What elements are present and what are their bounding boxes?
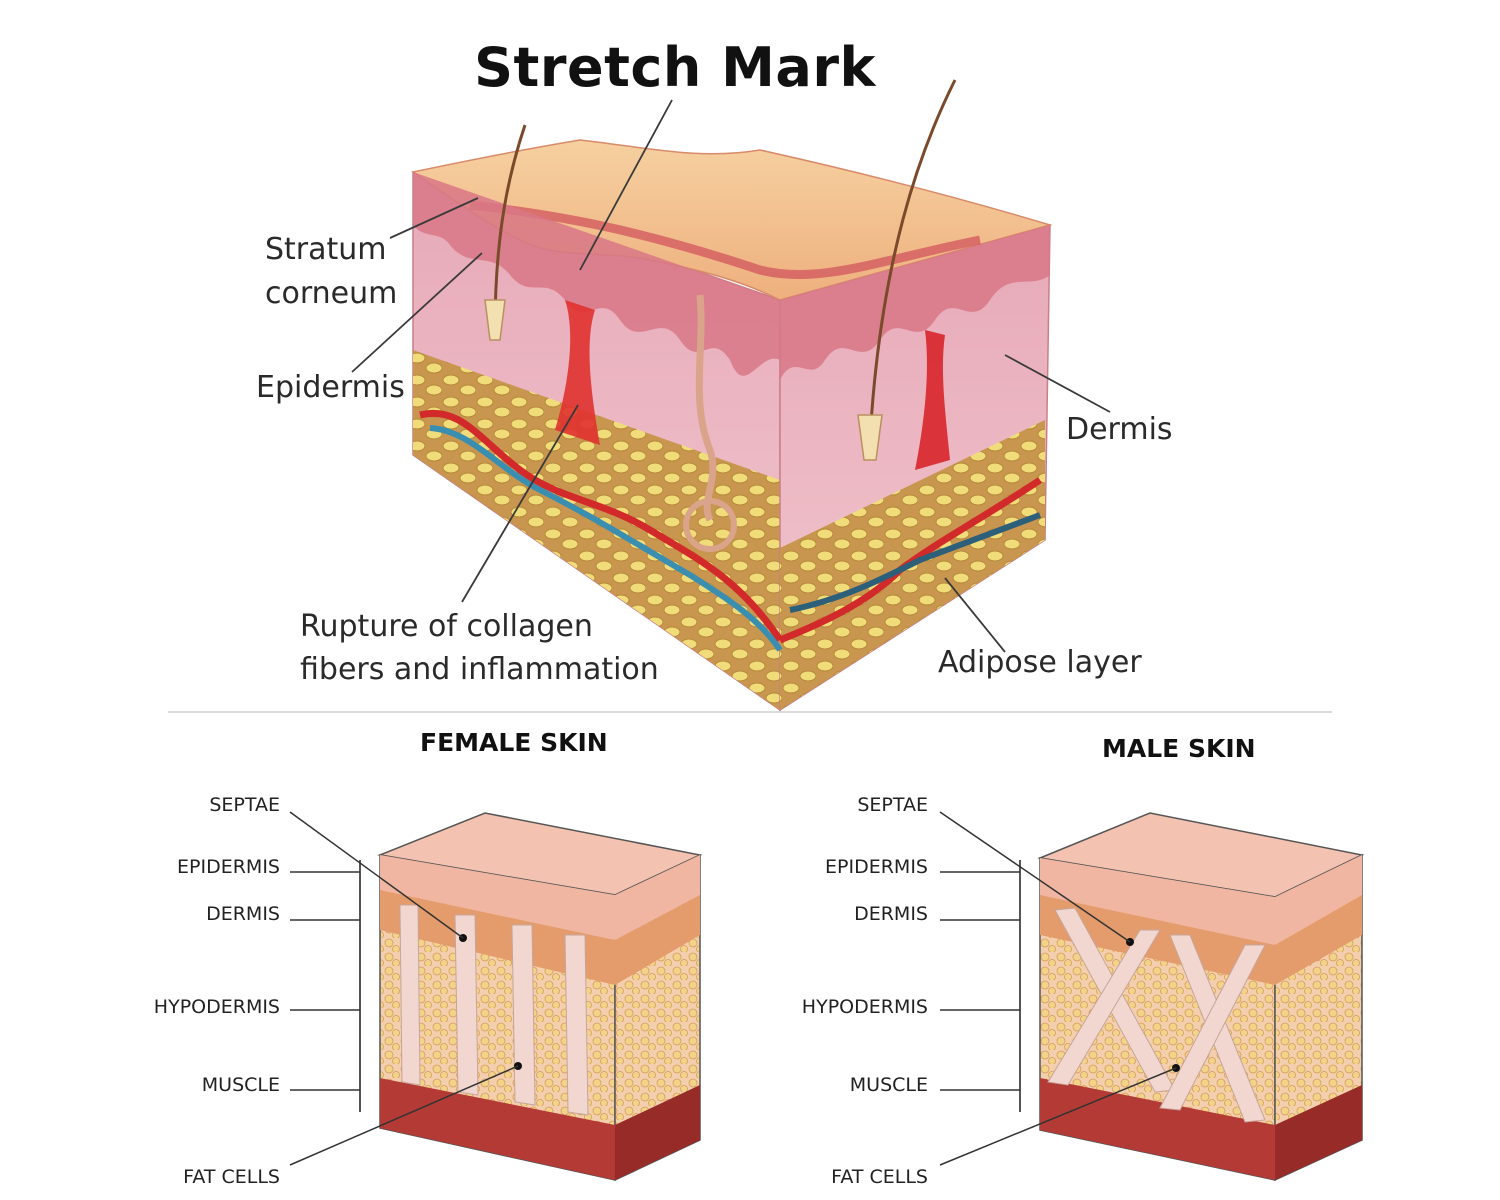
female-muscle-front [380, 1078, 615, 1180]
stretch-mark-skin-block [411, 79, 1053, 712]
male-skin-title: MALE SKIN [1102, 734, 1256, 763]
hair-follicle-right [857, 414, 883, 461]
label-rupture-line2: fibers and inflammation [300, 652, 659, 687]
leader-stratum-corneum [389, 197, 479, 239]
page-title: Stretch Mark [474, 36, 876, 99]
male-label-dermis: DERMIS [854, 903, 928, 925]
female-septae-band [564, 934, 589, 1116]
hair-left [493, 124, 527, 331]
male-label-septae: SEPTAE [857, 794, 928, 816]
female-skin-title: FEMALE SKIN [420, 728, 608, 757]
male-skin-block [1019, 812, 1365, 1182]
male-epidermis-side [1275, 855, 1362, 945]
male-muscle-front [1040, 1078, 1275, 1180]
female-label-hypodermis: HYPODERMIS [153, 996, 280, 1018]
female-leader-septae [289, 811, 464, 939]
female-epidermis-front [380, 855, 615, 940]
female-label-dermis: DERMIS [206, 903, 280, 925]
female-leader-fat-cells [289, 1065, 519, 1166]
female-label-muscle: MUSCLE [201, 1074, 280, 1096]
male-label-epidermis: EPIDERMIS [825, 856, 928, 878]
male-leader-lines [939, 811, 1177, 1166]
label-stratum-corneum-line1: Stratum [265, 232, 387, 267]
female-septae-group [399, 904, 589, 1116]
left-adipose-layer [413, 350, 780, 710]
female-septae-band [454, 914, 479, 1096]
male-septae-band [1047, 929, 1161, 1086]
label-stratum-corneum-line2: corneum [265, 276, 398, 311]
inflammation-wedge-right [915, 330, 950, 470]
female-dermis-front [380, 890, 615, 985]
female-skin-block [359, 812, 703, 1182]
male-leader-septae [939, 811, 1131, 943]
inflammation-wedge-left [555, 300, 600, 445]
male-septae-group [1047, 907, 1266, 1123]
leader-dermis [1004, 354, 1111, 413]
male-label-fat-cells: FAT CELLS [831, 1166, 928, 1188]
right-epidermis-band [780, 225, 1050, 380]
female-septae-band [511, 924, 536, 1106]
male-epidermis-front [1040, 858, 1275, 945]
female-muscle-side [615, 1085, 700, 1180]
left-epidermis-band [413, 172, 780, 376]
hair-follicle-left [484, 299, 506, 341]
vein-right [789, 512, 1042, 613]
leader-epidermis [351, 252, 483, 373]
male-label-muscle: MUSCLE [849, 1074, 928, 1096]
vein-left [429, 425, 783, 652]
sweat-gland-coil [683, 498, 737, 552]
leader-rupture [461, 404, 579, 603]
hair-right [868, 79, 957, 441]
male-dermis-front [1040, 895, 1275, 985]
female-septae-band [399, 904, 421, 1086]
male-label-hypodermis: HYPODERMIS [801, 996, 928, 1018]
female-dermis-side [615, 895, 700, 985]
artery-left [419, 409, 783, 642]
leader-title [579, 99, 673, 271]
female-leader-lines [289, 811, 519, 1166]
male-muscle-side [1275, 1085, 1362, 1180]
female-epidermis-side [615, 855, 700, 940]
female-label-epidermis: EPIDERMIS [177, 856, 280, 878]
label-adipose-layer: Adipose layer [938, 645, 1142, 680]
male-dermis-side [1275, 895, 1362, 985]
label-rupture-line1: Rupture of collagen [300, 609, 593, 644]
leader-adipose [944, 577, 1006, 653]
female-label-fat-cells: FAT CELLS [183, 1166, 280, 1188]
male-leader-fat-cells [939, 1067, 1177, 1166]
male-septae-band [1159, 944, 1266, 1111]
top-leader-lines [351, 99, 1111, 653]
female-label-septae: SEPTAE [209, 794, 280, 816]
label-epidermis: Epidermis [256, 370, 405, 405]
label-dermis: Dermis [1066, 412, 1173, 447]
